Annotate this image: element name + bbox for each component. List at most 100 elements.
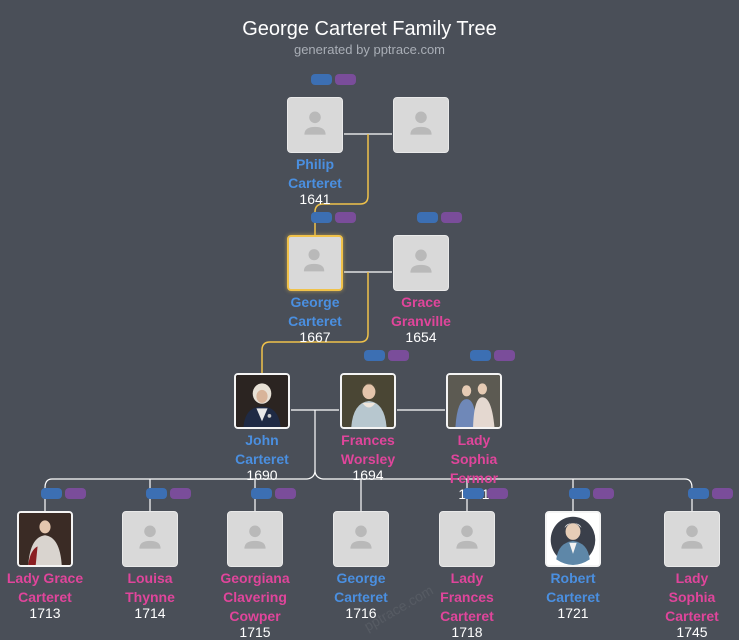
person-first-name[interactable]: George — [290, 294, 340, 310]
person-first-name[interactable]: Lady — [457, 432, 491, 448]
avatar[interactable] — [393, 235, 449, 291]
person-last-name[interactable]: Carteret — [235, 451, 289, 467]
person-actions[interactable] — [364, 350, 409, 361]
person-last-name[interactable]: Worsley — [340, 451, 396, 467]
person-card-unknown-spouse[interactable] — [366, 97, 476, 153]
birth-year: 1716 — [345, 605, 377, 621]
expand-siblings-button[interactable] — [388, 350, 409, 361]
person-card-george-carteret-1716[interactable]: George Carteret 1716 — [306, 511, 416, 621]
expand-siblings-button[interactable] — [712, 488, 733, 499]
avatar[interactable] — [333, 511, 389, 567]
avatar[interactable] — [287, 235, 343, 291]
person-actions[interactable] — [569, 488, 614, 499]
portrait-image — [547, 513, 599, 565]
person-actions[interactable] — [251, 488, 296, 499]
avatar[interactable] — [287, 97, 343, 153]
person-first-name[interactable]: Lady Grace — [6, 570, 84, 586]
person-first-name[interactable]: Philip — [295, 156, 335, 172]
person-last-name[interactable]: Thynne — [125, 589, 175, 605]
avatar[interactable] — [340, 373, 396, 429]
person-card-lady-frances-carteret[interactable]: Lady Frances Carteret 1718 — [412, 511, 522, 640]
person-card-lady-sophia-carteret[interactable]: Lady Sophia Carteret 1745 — [637, 511, 739, 640]
person-last-name[interactable]: Fermor — [449, 470, 499, 486]
expand-parents-button[interactable] — [569, 488, 590, 499]
birth-year: 1715 — [239, 624, 271, 640]
expand-parents-button[interactable] — [251, 488, 272, 499]
expand-parents-button[interactable] — [41, 488, 62, 499]
avatar[interactable] — [664, 511, 720, 567]
person-last-name[interactable]: Granville — [391, 313, 451, 329]
person-card-lady-sophia-fermor[interactable]: Lady Sophia Fermor 1721 — [419, 373, 529, 502]
person-card-john-carteret[interactable]: John Carteret 1690 — [207, 373, 317, 483]
person-card-lady-grace-carteret[interactable]: Lady Grace Carteret 1713 — [0, 511, 100, 621]
person-card-george-carteret-1667[interactable]: George Carteret 1667 — [260, 235, 370, 345]
person-card-louisa-thynne[interactable]: Louisa Thynne 1714 — [95, 511, 205, 621]
person-actions[interactable] — [417, 212, 462, 223]
person-actions[interactable] — [41, 488, 86, 499]
avatar[interactable] — [545, 511, 601, 567]
expand-siblings-button[interactable] — [593, 488, 614, 499]
avatar[interactable] — [122, 511, 178, 567]
person-first-name[interactable]: Grace — [401, 294, 441, 310]
person-actions[interactable] — [688, 488, 733, 499]
person-last-name[interactable]: Carteret — [18, 589, 72, 605]
avatar[interactable] — [393, 97, 449, 153]
person-last-name[interactable]: Carteret — [288, 175, 342, 191]
avatar[interactable] — [439, 511, 495, 567]
person-card-grace-granville[interactable]: Grace Granville 1654 — [366, 235, 476, 345]
person-card-robert-carteret[interactable]: Robert Carteret 1721 — [518, 511, 628, 621]
person-first-name[interactable]: Louisa — [127, 570, 173, 586]
expand-parents-button[interactable] — [364, 350, 385, 361]
person-first-name[interactable]: Lady — [675, 570, 709, 586]
person-middle-name[interactable]: Clavering — [223, 589, 287, 605]
person-first-name[interactable]: Georgiana — [220, 570, 290, 586]
birth-year: 1667 — [299, 329, 331, 345]
person-middle-name[interactable]: Sophia — [668, 589, 716, 605]
lineage-line — [261, 272, 369, 374]
person-silhouette-icon — [410, 111, 432, 135]
avatar[interactable] — [17, 511, 73, 567]
avatar[interactable] — [227, 511, 283, 567]
expand-siblings-button[interactable] — [441, 212, 462, 223]
avatar[interactable] — [234, 373, 290, 429]
expand-siblings-button[interactable] — [487, 488, 508, 499]
person-first-name[interactable]: Robert — [550, 570, 596, 586]
person-card-georgiana-clavering-cowper[interactable]: Georgiana Clavering Cowper 1715 — [200, 511, 310, 640]
person-last-name[interactable]: Cowper — [229, 608, 281, 624]
person-actions[interactable] — [311, 212, 356, 223]
person-middle-name[interactable]: Frances — [440, 589, 494, 605]
expand-siblings-button[interactable] — [170, 488, 191, 499]
person-first-name[interactable]: John — [245, 432, 279, 448]
person-first-name[interactable]: George — [336, 570, 386, 586]
person-last-name[interactable]: Carteret — [665, 608, 719, 624]
person-middle-name[interactable]: Sophia — [450, 451, 498, 467]
person-actions[interactable] — [470, 350, 515, 361]
person-first-name[interactable]: Lady — [450, 570, 484, 586]
expand-parents-button[interactable] — [311, 74, 332, 85]
person-actions[interactable] — [463, 488, 508, 499]
person-last-name[interactable]: Carteret — [440, 608, 494, 624]
expand-parents-button[interactable] — [463, 488, 484, 499]
birth-year: 1745 — [676, 624, 708, 640]
expand-siblings-button[interactable] — [335, 212, 356, 223]
expand-siblings-button[interactable] — [65, 488, 86, 499]
expand-parents-button[interactable] — [146, 488, 167, 499]
person-actions[interactable] — [146, 488, 191, 499]
person-card-philip-carteret[interactable]: Philip Carteret 1641 — [260, 97, 370, 207]
avatar[interactable] — [446, 373, 502, 429]
expand-siblings-button[interactable] — [335, 74, 356, 85]
person-last-name[interactable]: Carteret — [546, 589, 600, 605]
person-card-frances-worsley[interactable]: Frances Worsley 1694 — [313, 373, 423, 483]
person-last-name[interactable]: Carteret — [334, 589, 388, 605]
expand-siblings-button[interactable] — [494, 350, 515, 361]
person-first-name[interactable]: Frances — [341, 432, 395, 448]
expand-siblings-button[interactable] — [275, 488, 296, 499]
expand-parents-button[interactable] — [688, 488, 709, 499]
lineage-line — [314, 134, 369, 236]
expand-parents-button[interactable] — [417, 212, 438, 223]
expand-parents-button[interactable] — [470, 350, 491, 361]
person-actions[interactable] — [311, 74, 356, 85]
portrait-image — [19, 513, 71, 565]
expand-parents-button[interactable] — [311, 212, 332, 223]
person-last-name[interactable]: Carteret — [288, 313, 342, 329]
